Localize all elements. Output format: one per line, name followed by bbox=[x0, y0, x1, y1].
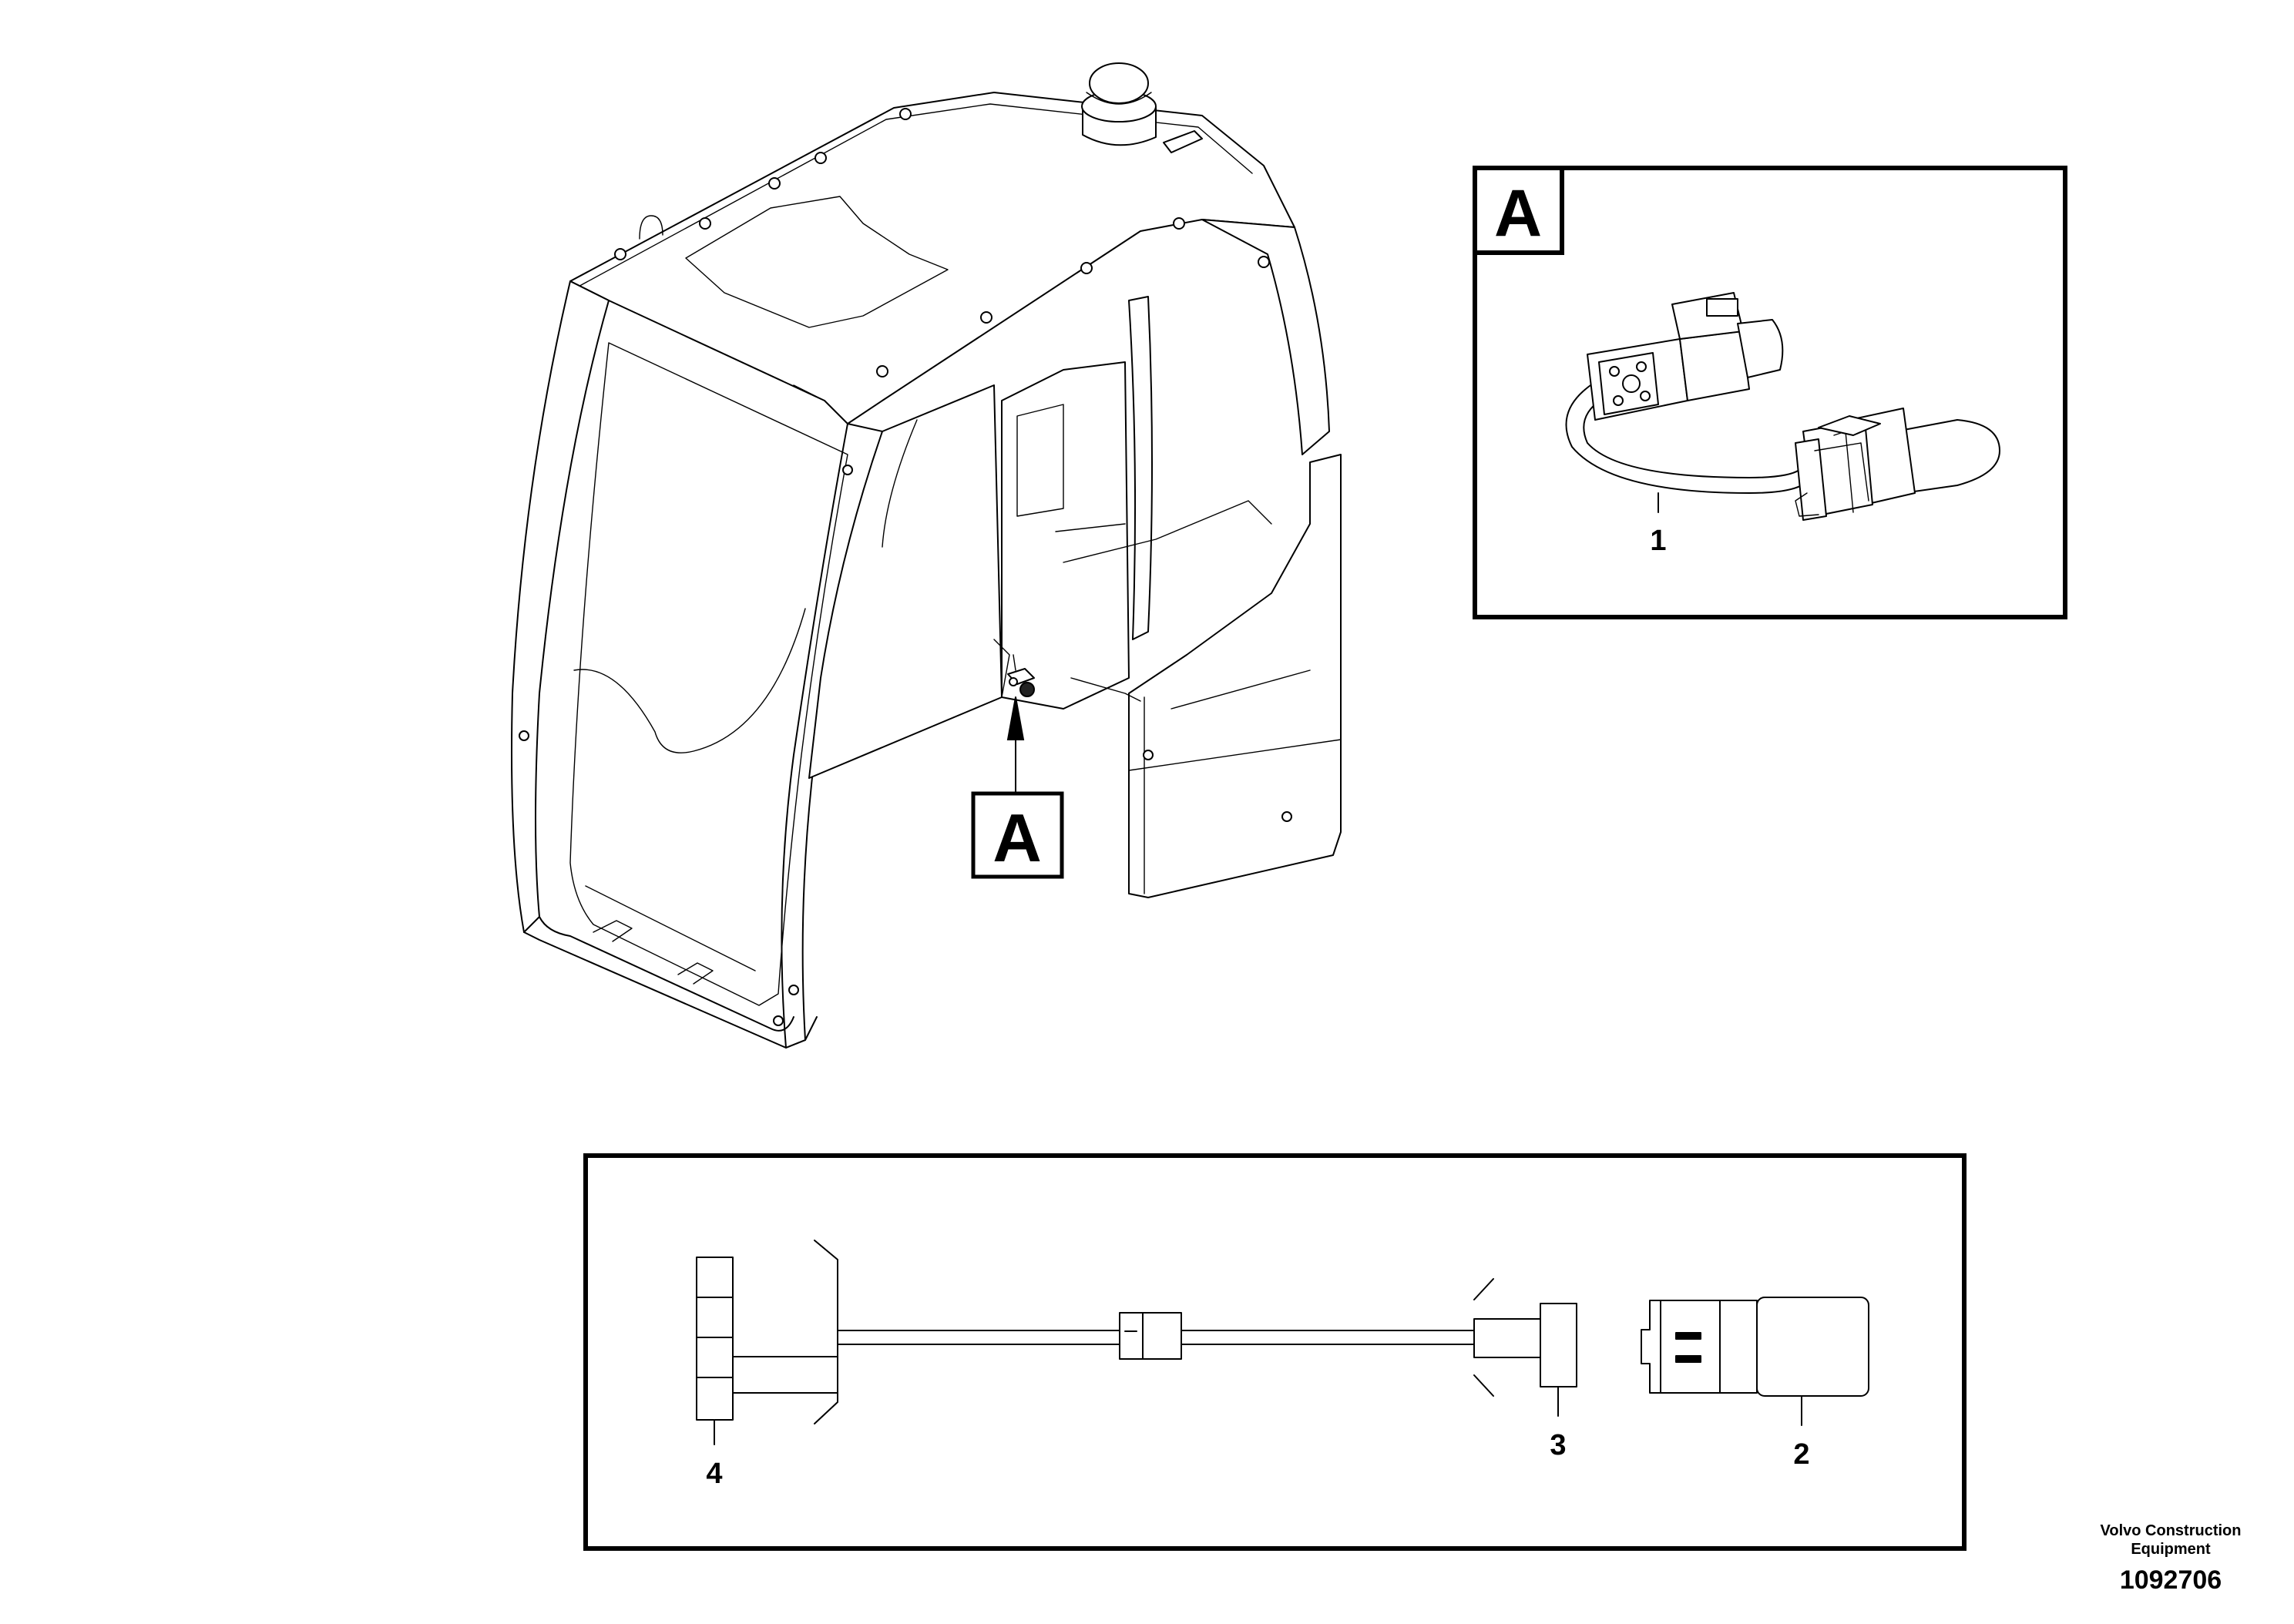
detail-view-a-panel: A bbox=[1473, 166, 2067, 619]
cab-front-frame bbox=[523, 931, 818, 1049]
harness-cable bbox=[1565, 369, 1808, 494]
cab-side-panel bbox=[1128, 454, 1342, 898]
cab-inner-wall bbox=[808, 384, 1003, 779]
item-2-label: 2 bbox=[1793, 1438, 1809, 1471]
document-number: 1092706 bbox=[2119, 1565, 2222, 1595]
item-1-label: 1 bbox=[1650, 525, 1666, 557]
cab-connector-location bbox=[1007, 654, 1035, 697]
roof-bolts bbox=[614, 108, 1270, 377]
roof-hatch bbox=[685, 196, 949, 328]
document-footer: Volvo Construction Equipment 1092706 bbox=[2086, 1522, 2255, 1597]
view-marker-a: A bbox=[971, 791, 1064, 879]
brand-name: Volvo Construction Equipment bbox=[2100, 1522, 2242, 1558]
connector-item-2 bbox=[1641, 1297, 1869, 1397]
connector-item-4 bbox=[696, 1240, 838, 1424]
harness-wire bbox=[837, 1312, 1475, 1360]
beacon-light bbox=[1081, 62, 1203, 153]
detail-view-a-header: A bbox=[1494, 176, 1542, 250]
connector-item-3 bbox=[1473, 1278, 1577, 1397]
rear-pillar bbox=[1201, 219, 1330, 455]
item-3-label: 3 bbox=[1550, 1429, 1566, 1461]
cab-rear-wall bbox=[1001, 361, 1130, 710]
middle-pillar bbox=[1128, 296, 1153, 640]
view-marker-a-label: A bbox=[992, 800, 1042, 876]
front-pillar-left bbox=[511, 280, 610, 933]
connector-upper bbox=[1587, 292, 1784, 421]
item-4-label: 4 bbox=[706, 1458, 722, 1490]
connector-lower bbox=[1795, 408, 2000, 521]
front-window-opening bbox=[569, 342, 848, 1006]
harness-schematic-panel: 4 3 2 bbox=[583, 1153, 1967, 1551]
operator-cab-drawing bbox=[511, 62, 1342, 1049]
harness-connector-assembly bbox=[1565, 292, 2000, 521]
